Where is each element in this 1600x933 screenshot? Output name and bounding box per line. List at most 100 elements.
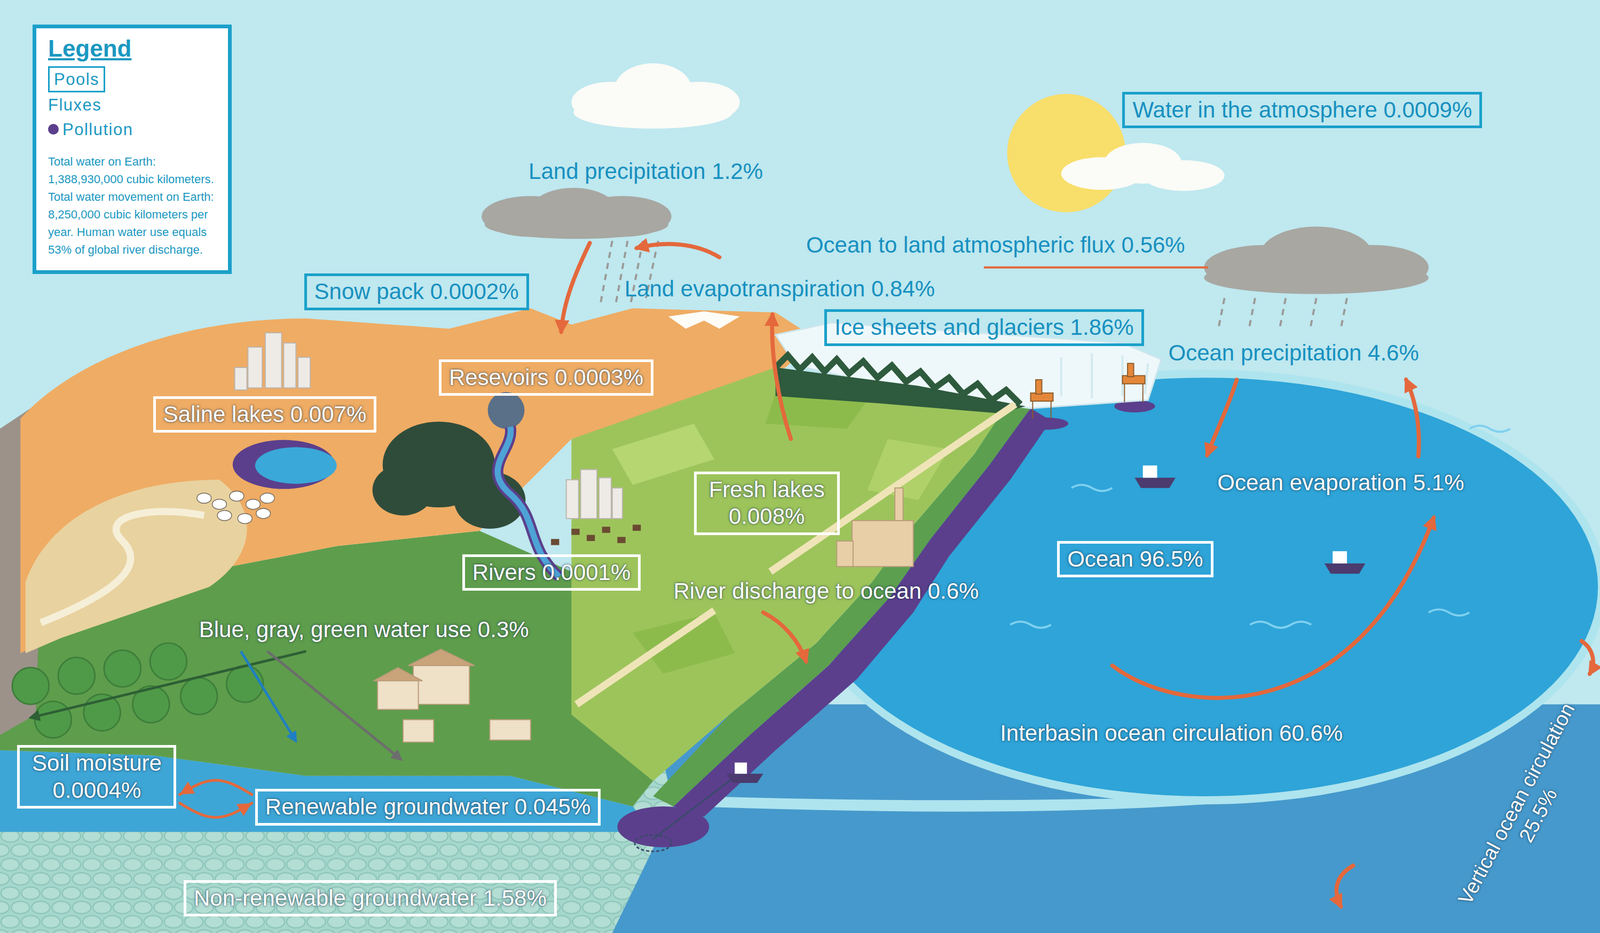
pool-box: Resevoirs 0.0003%	[438, 359, 654, 396]
sheep	[212, 499, 227, 510]
rain	[1218, 297, 1347, 329]
flux-arrow	[763, 612, 807, 662]
village	[550, 524, 641, 545]
water-use-arrow	[30, 650, 306, 717]
flux-arrow	[771, 314, 791, 439]
road	[576, 610, 715, 705]
road	[576, 404, 1016, 705]
flux-label: Land precipitation 1.2%	[528, 158, 763, 185]
sheep	[256, 508, 271, 519]
flux-arrow	[1336, 865, 1353, 906]
legend-text: Pollution	[62, 117, 133, 141]
city	[297, 357, 311, 388]
pool-label: Renewable groundwater 0.045%	[265, 793, 591, 821]
sheep	[246, 499, 261, 510]
pool-label: Resevoirs 0.0003%	[448, 364, 644, 391]
white-cloud	[1143, 160, 1225, 191]
village	[617, 536, 626, 543]
village	[571, 528, 580, 535]
village	[602, 526, 611, 533]
legend-box: LegendPoolsFluxesPollutionTotal water on…	[32, 24, 232, 274]
fishing-net	[652, 779, 731, 839]
pool-label: Ice sheets and glaciers 1.86%	[834, 313, 1134, 341]
reservoir	[487, 391, 525, 429]
pool-box: Renewable groundwater 0.045%	[255, 788, 601, 825]
boat	[726, 465, 1366, 783]
houses	[377, 678, 419, 709]
village	[550, 538, 559, 545]
pool-box: Non-renewable groundwater 1.58%	[183, 879, 557, 917]
flux-arrow	[1207, 379, 1237, 455]
pool-label: Water in the atmosphere 0.0009%	[1132, 96, 1472, 124]
legend-note-slot: Total water on Earth: 1,388,930,000 cubi…	[48, 152, 218, 259]
houses	[408, 649, 475, 666]
sheep	[217, 510, 232, 521]
pollution	[1023, 417, 1069, 430]
saline-lake	[255, 446, 337, 484]
fields	[632, 612, 735, 674]
wave	[1469, 425, 1510, 432]
houses	[373, 649, 531, 743]
city	[580, 469, 598, 519]
houses	[373, 667, 423, 681]
pool-label: Non-renewable groundwater 1.58%	[193, 884, 547, 912]
legend-heading-slot: Legend	[48, 34, 218, 63]
sheep	[196, 490, 275, 524]
water-use-arrow	[267, 650, 401, 760]
crop-circles	[150, 642, 187, 680]
boat	[1134, 477, 1176, 488]
pool-box: Ocean 96.5%	[1057, 540, 1214, 578]
flux-connector	[179, 779, 252, 795]
flux-label: Interbasin ocean circulation 60.6%	[999, 719, 1343, 747]
flux-arrow	[1406, 379, 1420, 456]
pool-box: Soil moisture 0.0004%	[17, 744, 177, 809]
water-use-arrow	[240, 650, 296, 741]
flux-arrow	[636, 243, 720, 258]
factory	[836, 540, 854, 567]
pool-label: Ocean 96.5%	[1067, 545, 1204, 573]
oil-rig	[1030, 363, 1145, 419]
reservoir	[487, 391, 525, 429]
city	[598, 477, 612, 519]
city	[283, 342, 296, 388]
grey-cloud	[1203, 261, 1429, 294]
pool-box: Ice sheets and glaciers 1.86%	[824, 309, 1144, 346]
houses	[413, 663, 470, 704]
houses	[489, 719, 531, 740]
city	[566, 479, 579, 519]
legend-text: Pools	[48, 66, 106, 93]
flux-arrow	[1581, 640, 1594, 674]
flux-connector	[179, 802, 252, 818]
water-use-arrow	[30, 650, 401, 760]
snow-cap	[668, 311, 740, 329]
white-cloud	[573, 96, 733, 129]
city	[247, 347, 263, 388]
wave	[1010, 425, 1511, 628]
pool-box: Fresh lakes 0.008%	[694, 471, 840, 535]
pool-box: Rivers 0.0001%	[462, 554, 641, 591]
fishing-net	[634, 779, 731, 851]
crop-circles	[34, 700, 72, 738]
pool-box: Snow pack 0.0002%	[304, 273, 530, 310]
coast	[652, 399, 1031, 807]
village	[632, 524, 641, 531]
factory	[852, 520, 914, 567]
legend-items: PoolsFluxesPollution	[48, 66, 218, 141]
flux-arrow	[984, 266, 1208, 269]
saline-lake	[232, 439, 337, 490]
dunes	[40, 511, 204, 623]
legend-item: Pools	[48, 66, 218, 93]
pool-label: Fresh lakes 0.008%	[704, 476, 830, 531]
village	[586, 534, 595, 541]
legend-swatch	[48, 123, 59, 135]
pool-box: Water in the atmosphere 0.0009%	[1122, 91, 1483, 129]
legend-heading: Legend	[48, 34, 218, 63]
sun	[1007, 93, 1126, 213]
boat	[726, 773, 764, 783]
factory	[836, 487, 913, 567]
fields	[867, 438, 950, 501]
flux-label: Land evapotranspiration 0.84%	[624, 275, 935, 303]
flux-label: Ocean precipitation 4.6%	[1168, 339, 1419, 367]
